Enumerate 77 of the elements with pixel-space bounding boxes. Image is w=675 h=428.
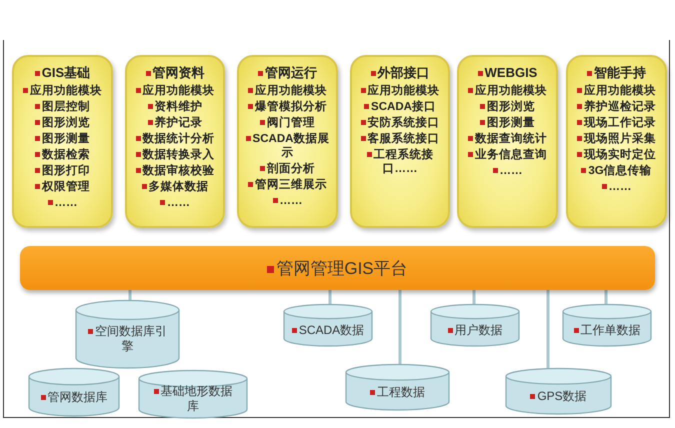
list-item: 图形测量 — [35, 132, 90, 146]
database-cylinder — [430, 304, 520, 346]
module-card — [350, 55, 450, 228]
list-item: 应用功能模块 — [136, 84, 214, 98]
connector-line — [546, 290, 550, 368]
list-item: …… — [272, 194, 302, 208]
database-cylinder — [28, 368, 120, 416]
card-heading: 管网运行 — [258, 65, 317, 81]
module-card — [12, 55, 113, 228]
list-item: 安防系统接口 — [360, 116, 440, 130]
list-item: 应用功能模块 — [248, 84, 327, 98]
list-item: …… — [492, 164, 522, 178]
database-cylinder — [505, 368, 612, 414]
list-item: 业务信息查询 — [468, 148, 547, 162]
card-heading: WEBGIS — [478, 65, 538, 81]
database-cylinder — [138, 370, 248, 418]
list-item: 应用功能模块 — [577, 84, 656, 98]
list-item: 养护巡检记录 — [577, 100, 656, 114]
list-item: 多媒体数据 — [142, 180, 208, 194]
list-item: 剖面分析 — [260, 162, 315, 176]
list-item: 数据检索 — [35, 148, 90, 162]
list-item: 现场照片采集 — [577, 132, 656, 146]
list-item: 资料维护 — [148, 100, 202, 114]
list-item: …… — [48, 196, 78, 210]
list-item: 应用功能模块 — [360, 84, 440, 98]
cylinder-label: SCADA数据 — [292, 322, 364, 338]
module-card — [237, 55, 338, 228]
list-item: 图层控制 — [35, 100, 90, 114]
list-item: …… — [602, 180, 632, 194]
list-item: 图形浏览 — [480, 100, 535, 114]
list-item: 阀门管理 — [260, 116, 315, 130]
connector-line — [328, 290, 332, 304]
list-item: 管网三维展示 — [248, 178, 327, 192]
cylinder-label: GPS数据 — [530, 388, 587, 404]
list-item: 养护记录 — [148, 116, 202, 130]
card-heading: 管网资料 — [146, 65, 204, 81]
list-item: 爆管模拟分析 — [248, 100, 327, 114]
connector-line — [128, 290, 132, 300]
module-card — [457, 55, 558, 228]
list-item: 权限管理 — [35, 180, 90, 194]
connector-line — [472, 290, 476, 304]
database-cylinder — [345, 364, 450, 410]
database-cylinder — [75, 300, 180, 368]
connector-line — [398, 290, 402, 364]
list-item: 现场实时定位 — [577, 148, 656, 162]
list-item: 客服系统接口 — [360, 132, 440, 146]
list-item: 数据转换录入 — [136, 148, 214, 162]
platform-label: 管网管理GIS平台 — [267, 256, 408, 280]
module-card — [566, 55, 667, 228]
cylinder-label: 基础地形数据库 — [148, 384, 238, 414]
list-item: 数据查询统计 — [468, 132, 547, 146]
connector-line — [604, 290, 608, 304]
list-item: 工程系统接口…… — [356, 148, 444, 176]
list-item: 数据统计分析 — [136, 132, 214, 146]
list-item: 图形浏览 — [35, 116, 90, 130]
list-item: 图形测量 — [480, 116, 535, 130]
card-heading: GIS基础 — [34, 65, 90, 81]
database-cylinder — [562, 304, 652, 346]
cylinder-label: 用户数据 — [448, 322, 502, 338]
list-item: 3G信息传输 — [581, 164, 652, 178]
list-item: …… — [160, 196, 190, 210]
cylinder-label: 空间数据库引擎 — [84, 324, 171, 354]
card-heading: 智能手持 — [587, 65, 646, 81]
card-heading: 外部接口 — [370, 65, 430, 81]
module-card — [125, 55, 225, 228]
database-cylinder — [283, 304, 373, 346]
list-item: 图形打印 — [35, 164, 90, 178]
cylinder-label: 管网数据库 — [40, 390, 108, 404]
list-item: 数据审核校验 — [136, 164, 214, 178]
cylinder-label: 工程数据 — [370, 384, 425, 400]
list-item: SCADA接口 — [364, 100, 436, 114]
cylinder-label: 工作单数据 — [574, 322, 640, 338]
list-item: SCADA数据展示 — [243, 132, 332, 160]
list-item: 应用功能模块 — [23, 84, 102, 98]
list-item: 现场工作记录 — [577, 116, 656, 130]
platform-bar — [20, 246, 655, 290]
list-item: 应用功能模块 — [468, 84, 547, 98]
